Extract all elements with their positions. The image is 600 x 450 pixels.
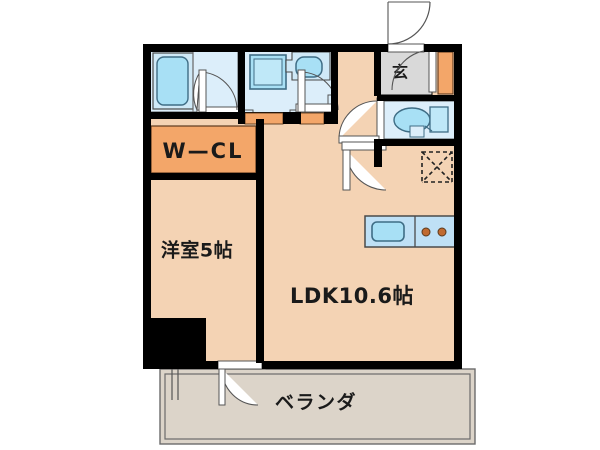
walk-in-closet: W—CL [150,125,257,174]
veranda-area: ベランダ [159,368,476,445]
bedroom-balcony-door [217,360,263,406]
washroom [243,49,337,118]
ldk-label: LDK10.6帖 [290,284,414,308]
veranda-label: ベランダ [275,391,357,414]
bath-tub [156,56,189,106]
wall-overlay [143,44,462,369]
hall-to-ldk-door [341,141,387,191]
genkan-area: 玄 [379,46,433,96]
kitchen-counter [364,215,456,248]
walk-in-closet-label: W—CL [163,139,244,163]
genkan-label: 玄 [392,63,408,82]
shoe-cabinet [437,51,454,95]
air-conditioner-marker [421,151,453,183]
kitchen-sink [371,221,405,242]
bedroom-label: 洋室5帖 [161,239,233,262]
kitchen-stove [421,227,431,237]
entrance-door [387,1,431,53]
toilet [383,100,459,140]
